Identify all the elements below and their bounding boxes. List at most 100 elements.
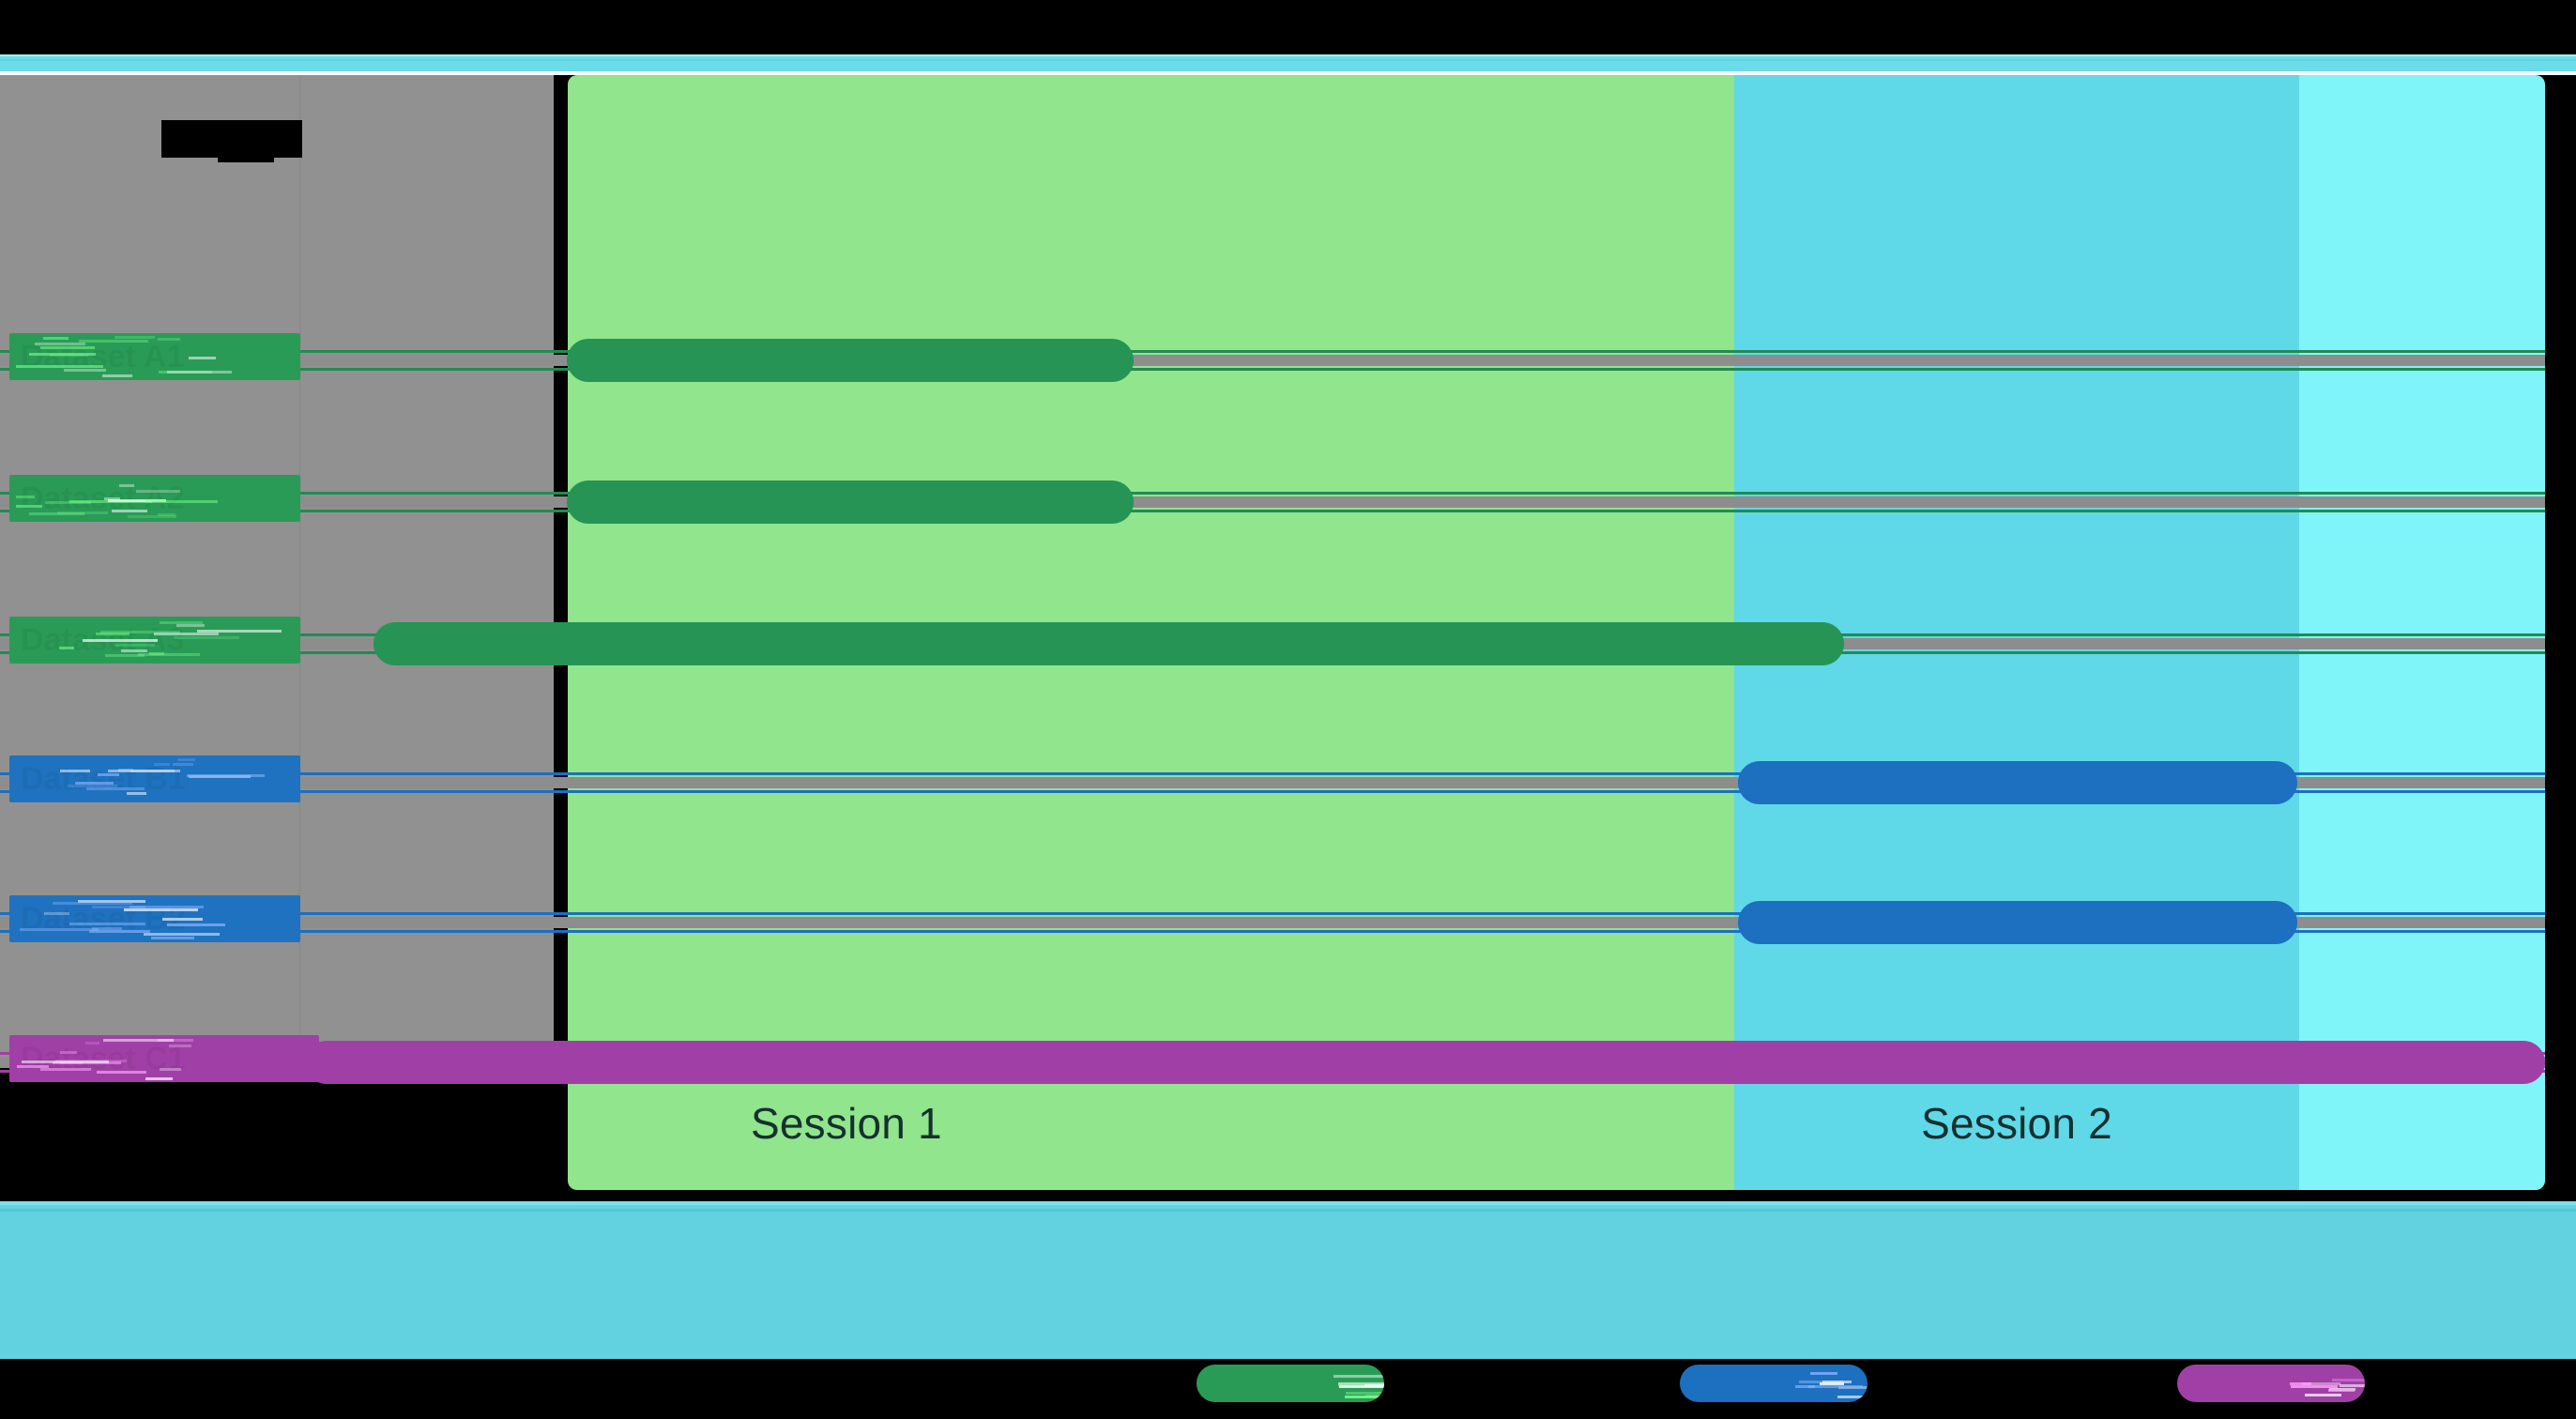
legend-swatch xyxy=(2177,1365,2365,1402)
redaction-streak xyxy=(50,354,88,357)
task-bar[interactable] xyxy=(567,339,1134,382)
row-gridline xyxy=(0,496,2545,508)
redaction-streak xyxy=(1364,1384,1384,1387)
gantt-row: Dataset A2 xyxy=(0,458,2545,539)
redaction-streak xyxy=(85,1042,99,1045)
redaction-streak xyxy=(138,653,200,656)
redaction-streak xyxy=(103,1039,174,1042)
task-bar[interactable] xyxy=(1738,761,2297,804)
plot-area: Session 1 Session 2 Dataset A1 Dataset A2… xyxy=(0,75,2545,1201)
redaction-streak xyxy=(89,930,150,933)
session-2-label: Session 2 xyxy=(1734,1098,2299,1149)
redaction-streak xyxy=(29,512,84,515)
redaction-streak xyxy=(40,346,95,349)
redaction-streak xyxy=(35,343,85,345)
redaction-streak xyxy=(1822,1381,1852,1383)
redaction-streak xyxy=(119,484,134,487)
redaction-streak xyxy=(16,365,103,368)
redaction-streak xyxy=(169,1045,191,1047)
task-bar[interactable] xyxy=(305,1041,2545,1084)
legend-label: Group A xyxy=(1397,1366,1501,1398)
redaction-streak xyxy=(98,773,119,776)
redaction-streak xyxy=(22,1060,109,1063)
redaction-streak xyxy=(45,501,91,504)
top-cyan-strip xyxy=(0,54,2576,71)
redaction-streak xyxy=(104,497,120,500)
session-1-label: Session 1 xyxy=(568,1098,942,1149)
row-label-chip[interactable]: Dataset A2 xyxy=(9,475,300,522)
redaction-streak xyxy=(105,654,145,657)
gantt-row: Dataset C1 xyxy=(0,1018,2545,1099)
redaction-streak xyxy=(96,633,130,635)
redaction-streak xyxy=(16,496,35,498)
gantt-row: Dataset B2 xyxy=(0,878,2545,959)
redaction-streak xyxy=(102,374,132,377)
row-label-chip[interactable]: Dataset A3 xyxy=(9,617,300,664)
row-label: Dataset B1 xyxy=(21,761,186,798)
legend-label: Group B xyxy=(1881,1366,1986,1398)
redaction-streak xyxy=(92,927,122,930)
gantt-row: Dataset A1 xyxy=(0,316,2545,397)
task-bar[interactable] xyxy=(567,481,1134,524)
bottom-cyan-panel xyxy=(0,1201,2576,1359)
legend-swatch xyxy=(1197,1365,1384,1402)
redaction-streak xyxy=(86,787,145,790)
redaction-streak xyxy=(2328,1389,2355,1392)
redaction-streak xyxy=(127,792,146,795)
redaction-streak xyxy=(16,505,42,508)
row-label-chip[interactable]: Dataset B1 xyxy=(9,755,300,802)
gantt-rows: Dataset A1 Dataset A2 Dataset A3 Dataset B1… xyxy=(0,75,2545,1060)
redaction-streak xyxy=(40,1068,91,1071)
redaction-streak xyxy=(83,639,158,642)
gantt-row: Dataset B1 xyxy=(0,739,2545,819)
chart-legend: Group A Group B Group C xyxy=(0,1359,2576,1419)
redaction-streak xyxy=(158,338,180,341)
redaction-streak xyxy=(174,636,239,639)
redaction-streak xyxy=(124,908,198,911)
redaction-streak xyxy=(1345,1396,1384,1398)
redaction-streak xyxy=(167,923,225,926)
redaction-streak xyxy=(68,785,117,787)
redaction-streak xyxy=(112,510,147,512)
redaction-streak xyxy=(59,647,74,649)
redaction-streak xyxy=(144,933,220,936)
legend-label: Group C xyxy=(2378,1366,2484,1398)
strip-hairline-dark xyxy=(0,59,2576,61)
redaction-streak xyxy=(60,770,90,772)
redaction-streak xyxy=(43,337,69,340)
row-label-chip[interactable]: Dataset B2 xyxy=(9,895,300,942)
redaction-streak xyxy=(130,906,204,908)
redaction-streak xyxy=(114,336,155,339)
redaction-streak xyxy=(69,923,145,925)
redaction-streak xyxy=(187,774,265,777)
redaction-streak xyxy=(60,1051,77,1054)
redaction-streak xyxy=(158,513,175,516)
redaction-streak xyxy=(2332,1379,2365,1381)
redaction-streak xyxy=(2290,1382,2311,1385)
redaction-streak xyxy=(173,763,193,766)
redaction-streak xyxy=(79,340,148,343)
redaction-streak xyxy=(2305,1394,2341,1396)
gantt-row: Dataset A3 xyxy=(0,600,2545,680)
redaction-streak xyxy=(108,770,180,772)
task-bar[interactable] xyxy=(373,622,1844,665)
row-label-chip[interactable]: Dataset C1 xyxy=(9,1035,319,1082)
redaction-streak xyxy=(162,918,203,921)
panel-hairline-top xyxy=(0,1201,2576,1205)
strip-hairline-light xyxy=(0,54,2576,56)
redaction-streak xyxy=(1837,1396,1867,1398)
redaction-streak xyxy=(2340,1384,2365,1387)
row-label-chip[interactable]: Dataset A1 xyxy=(9,333,300,380)
redaction-streak xyxy=(189,357,216,359)
redaction-streak xyxy=(151,937,194,939)
redaction-streak xyxy=(20,928,99,931)
redaction-streak xyxy=(115,644,155,647)
redaction-streak xyxy=(154,633,219,635)
redaction-streak xyxy=(1808,1385,1863,1388)
redaction-streak xyxy=(1346,1392,1384,1395)
panel-hairline-second xyxy=(0,1209,2576,1212)
task-bar[interactable] xyxy=(1738,901,2297,944)
redaction-streak xyxy=(121,649,147,652)
redaction-streak xyxy=(176,624,205,627)
